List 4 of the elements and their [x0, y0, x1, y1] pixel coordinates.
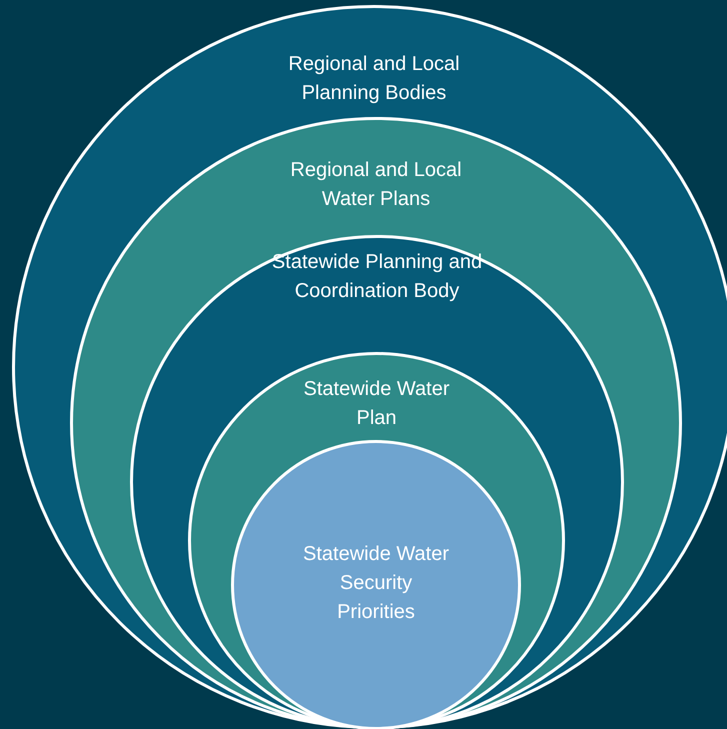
circle-label: Statewide Water Security Priorities: [302, 542, 450, 625]
circle-label: Regional and Local Planning Bodies: [287, 52, 461, 106]
circle-label: Regional and Local Water Plans: [289, 158, 463, 212]
circle-label: Statewide Water Plan: [302, 377, 450, 431]
